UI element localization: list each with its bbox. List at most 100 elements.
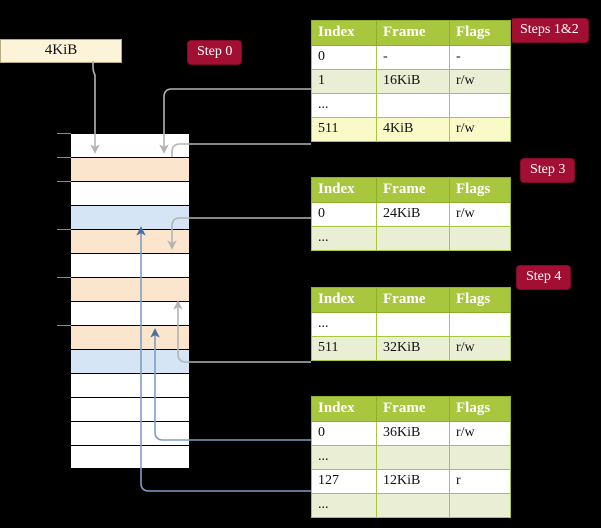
cell-frame: 36KiB xyxy=(376,421,450,446)
memory-row xyxy=(70,229,190,253)
memory-tick xyxy=(57,181,71,182)
cell-flags xyxy=(449,445,511,470)
cell-index: ... xyxy=(311,93,377,118)
table-row: 511 4KiB r/w xyxy=(311,117,511,142)
column-header-flags: Flags xyxy=(449,287,511,313)
page-table-pml4: Index Frame Flags 0 - - 1 16KiB r/w ... xyxy=(311,20,511,142)
column-header-frame: Frame xyxy=(376,177,450,203)
memory-tick xyxy=(57,133,71,134)
physical-memory-column xyxy=(70,133,190,469)
cell-flags xyxy=(449,493,511,518)
memory-row xyxy=(70,325,190,349)
cell-frame xyxy=(376,312,450,337)
column-header-frame: Frame xyxy=(376,287,450,313)
cell-flags: r xyxy=(449,469,511,494)
cell-frame: 16KiB xyxy=(376,69,450,94)
cell-flags: r/w xyxy=(449,117,511,142)
cell-index: 1 xyxy=(311,69,377,94)
memory-tick xyxy=(57,325,71,326)
table-row: ... xyxy=(311,445,511,470)
page-table-pd: Index Frame Flags ... 511 32KiB r/w xyxy=(311,287,511,361)
badge-steps-1-2-label: Steps 1&2 xyxy=(520,22,579,37)
column-header-flags: Flags xyxy=(449,177,511,203)
wire-pd-row511-to-memory xyxy=(173,300,311,363)
cell-frame: 32KiB xyxy=(376,336,450,361)
table-row: ... xyxy=(311,226,511,251)
cell-frame: - xyxy=(376,45,450,70)
memory-row xyxy=(70,157,190,181)
cell-index: 511 xyxy=(311,336,377,361)
wire-pml4-row511-to-memory xyxy=(171,143,311,157)
column-header-frame: Frame xyxy=(376,396,450,422)
table-row: ... xyxy=(311,93,511,118)
cell-index: 0 xyxy=(311,421,377,446)
cell-index: 0 xyxy=(311,202,377,227)
page-table-pt: Index Frame Flags 0 36KiB r/w ... 127 12… xyxy=(311,396,511,518)
memory-tick xyxy=(57,277,71,278)
memory-row xyxy=(70,373,190,397)
cell-index: 127 xyxy=(311,469,377,494)
table-row: 0 24KiB r/w xyxy=(311,202,511,227)
memory-row xyxy=(70,253,190,277)
cell-index: 511 xyxy=(311,117,377,142)
memory-row xyxy=(70,397,190,421)
cell-index: ... xyxy=(311,226,377,251)
table-row: 0 36KiB r/w xyxy=(311,421,511,446)
memory-row xyxy=(70,133,190,157)
cell-flags: r/w xyxy=(449,421,511,446)
table-header-row: Index Frame Flags xyxy=(311,287,511,313)
badge-steps-1-2: Steps 1&2 xyxy=(511,19,588,42)
table-row: 511 32KiB r/w xyxy=(311,336,511,361)
memory-row xyxy=(70,301,190,325)
column-header-frame: Frame xyxy=(376,20,450,46)
memory-tick xyxy=(57,157,71,158)
table-row: 0 - - xyxy=(311,45,511,70)
cell-flags: - xyxy=(449,45,511,70)
table-header-row: Index Frame Flags xyxy=(311,20,511,46)
badge-step-0-label: Step 0 xyxy=(197,44,233,59)
memory-row xyxy=(70,277,190,301)
table-header-row: Index Frame Flags xyxy=(311,177,511,203)
column-header-index: Index xyxy=(311,396,377,422)
memory-row xyxy=(70,421,190,445)
table-header-row: Index Frame Flags xyxy=(311,396,511,422)
cell-flags: r/w xyxy=(449,336,511,361)
wire-pdp-row0-to-memory xyxy=(167,217,311,250)
virtual-address-label: 4KiB xyxy=(44,42,78,58)
column-header-index: Index xyxy=(311,20,377,46)
badge-step-3: Step 3 xyxy=(521,159,575,182)
cell-frame xyxy=(376,226,450,251)
cell-frame xyxy=(376,93,450,118)
cell-frame xyxy=(376,445,450,470)
cell-flags xyxy=(449,312,511,337)
memory-row xyxy=(70,349,190,373)
column-header-flags: Flags xyxy=(449,396,511,422)
cell-index: 0 xyxy=(311,45,377,70)
cell-index: ... xyxy=(311,312,377,337)
memory-row xyxy=(70,445,190,469)
column-header-index: Index xyxy=(311,287,377,313)
cell-frame: 4KiB xyxy=(376,117,450,142)
badge-step-3-label: Step 3 xyxy=(530,162,566,177)
cell-flags: r/w xyxy=(449,69,511,94)
cell-flags xyxy=(449,93,511,118)
badge-step-4-label: Step 4 xyxy=(526,269,562,284)
table-row: ... xyxy=(311,312,511,337)
cell-flags xyxy=(449,226,511,251)
badge-step-4: Step 4 xyxy=(517,266,571,289)
cell-index: ... xyxy=(311,445,377,470)
cell-frame: 12KiB xyxy=(376,469,450,494)
virtual-address-box: 4KiB xyxy=(0,39,122,63)
cell-flags: r/w xyxy=(449,202,511,227)
table-row: ... xyxy=(311,493,511,518)
table-row: 1 16KiB r/w xyxy=(311,69,511,94)
memory-tick xyxy=(57,229,71,230)
page-table-pdp: Index Frame Flags 0 24KiB r/w ... xyxy=(311,177,511,251)
column-header-flags: Flags xyxy=(449,20,511,46)
column-header-index: Index xyxy=(311,177,377,203)
cell-frame xyxy=(376,493,450,518)
table-row: 127 12KiB r xyxy=(311,469,511,494)
cell-frame: 24KiB xyxy=(376,202,450,227)
memory-row xyxy=(70,181,190,205)
